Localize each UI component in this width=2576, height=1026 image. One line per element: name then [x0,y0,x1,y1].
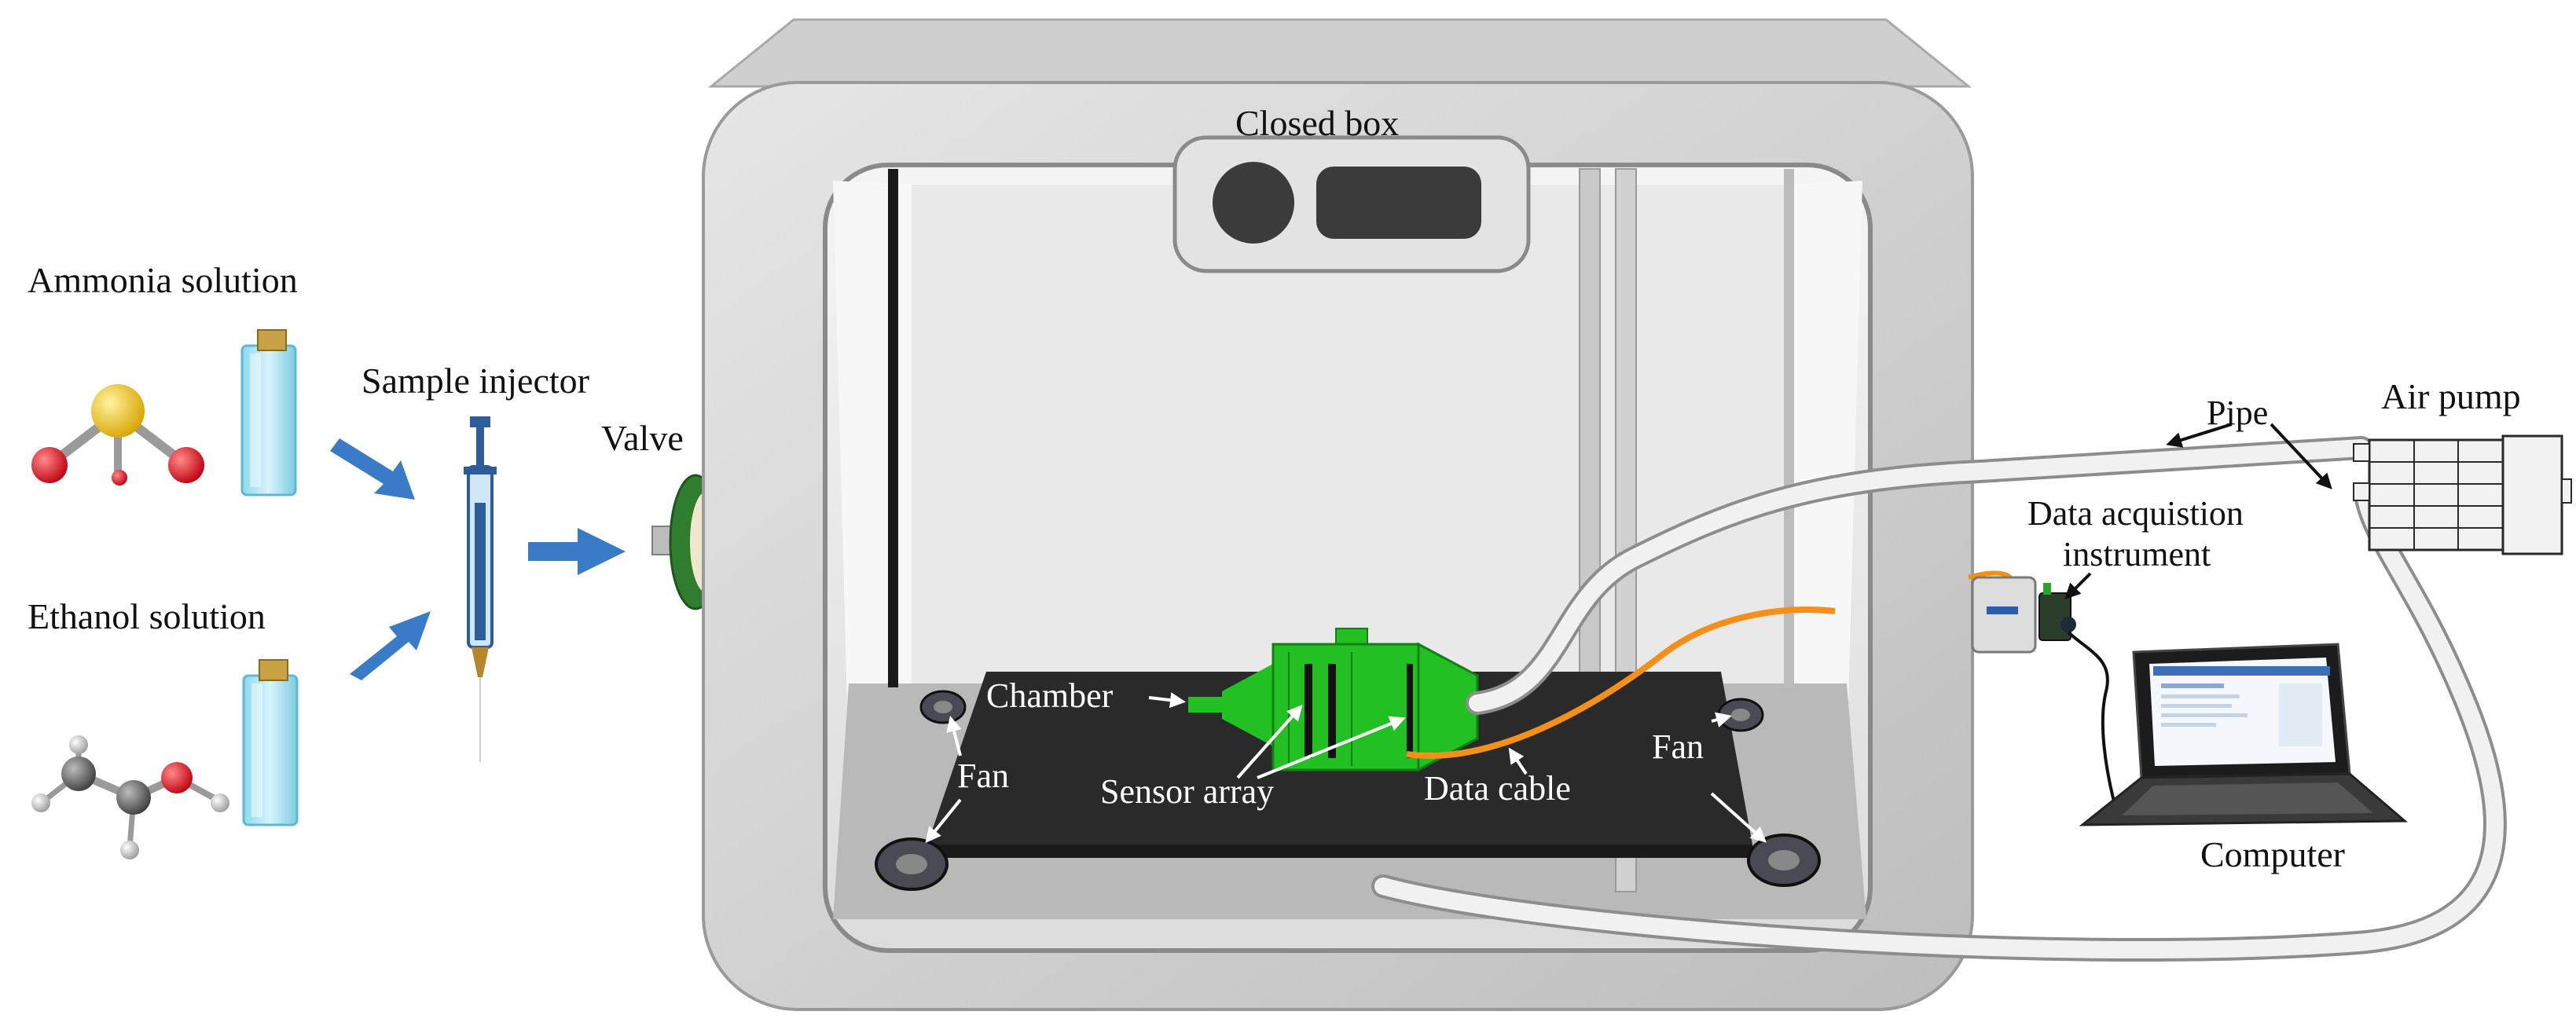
arrow-ethanol-to-injector [350,611,431,680]
closed-box [702,18,1974,1011]
flow-arrows [330,438,626,680]
daq-label-line1: Data acquistion [2027,494,2244,533]
ammonia-molecule [31,384,204,486]
arrow-injector-to-valve [528,528,626,575]
computer-label: Computer [2200,834,2345,874]
fan-label-right: Fan [1652,727,1704,766]
window-slot [1316,167,1481,239]
box-label: Closed box [1235,103,1399,143]
air-pump-label: Air pump [2381,376,2521,416]
valve-label: Valve [601,418,684,458]
injector-label: Sample injector [361,361,589,401]
sensor-array-label: Sensor array [1100,772,1274,811]
syringe-icon [464,416,497,762]
air-pump-icon [2353,434,2572,555]
ammonia-label: Ammonia solution [28,260,298,300]
pipe [1371,436,2507,962]
pipe-label: Pipe [2207,394,2268,432]
ethanol-molecule [31,735,229,859]
fan-icon [875,690,1821,891]
data-cable [1406,606,1836,759]
chamber-label: Chamber [986,676,1114,715]
fan-label-left: Fan [957,757,1009,795]
daq-label-line2: instrument [2063,535,2211,573]
ammonia-bottle [240,329,297,497]
annotation-arrows [925,423,2332,844]
data-cable-label: Data cable [1424,769,1571,808]
ethanol-label: Ethanol solution [28,596,266,636]
daq-instrument-icon [1971,576,2151,818]
ethanol-bottle [242,659,299,826]
laptop-icon [2079,643,2408,826]
window-circle [1213,162,1294,244]
arrow-ammonia-to-injector [330,438,415,500]
